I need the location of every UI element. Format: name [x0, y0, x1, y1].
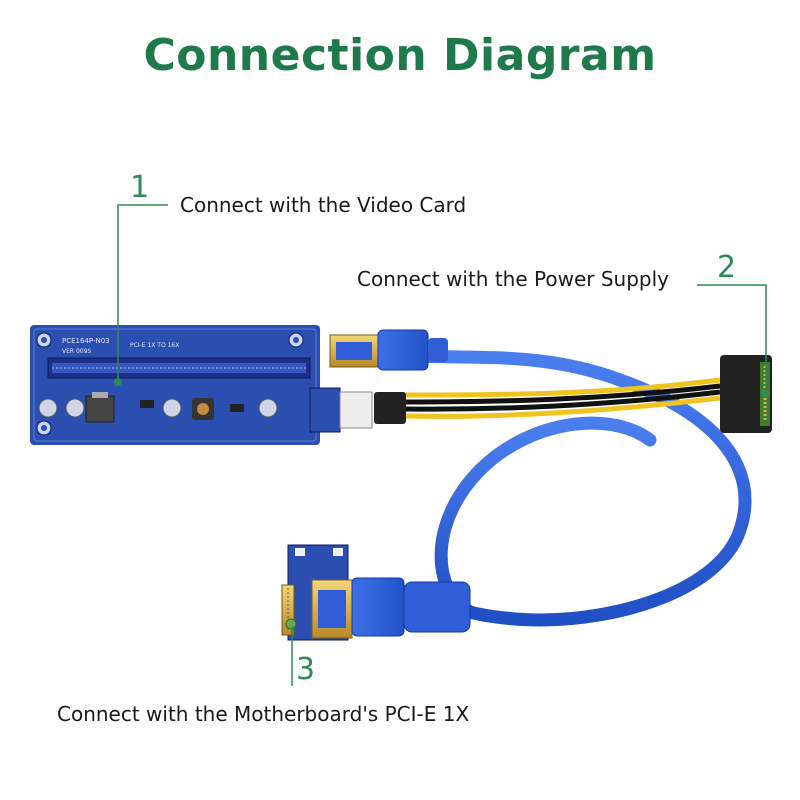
usb-plug-bottom — [351, 577, 471, 637]
callout-label-power-supply: Connect with the Power Supply — [357, 267, 670, 291]
callout-label-video-card: Connect with the Video Card — [180, 193, 467, 217]
usb-cable — [383, 348, 752, 627]
power-cable — [404, 377, 721, 419]
riser-board-16x: PCE164P-N03 VER 009S PCI-E 1X TO 16X — [30, 325, 320, 445]
callout-number-1: 1 — [130, 170, 150, 205]
callout-label-motherboard: Connect with the Motherboard's PCI-E 1X — [57, 702, 470, 726]
callout-number-2: 2 — [717, 250, 737, 285]
board-spec-text: PCI-E 1X TO 16X — [130, 342, 179, 349]
callout-line-1 — [117, 204, 168, 380]
usb-port-adapter — [311, 579, 353, 639]
diagram-title: Connection Diagram — [143, 30, 657, 81]
callout-dot-2 — [762, 390, 770, 398]
usb-plug-top — [377, 329, 448, 371]
callout-number-3: 3 — [296, 652, 316, 687]
board-ver-text: VER 009S — [62, 348, 91, 355]
usb-port-board — [329, 334, 379, 368]
callout-dot-1 — [114, 378, 122, 386]
usb-cable-inner-loop — [434, 416, 657, 619]
callout-line-2 — [697, 284, 767, 392]
power-connector-board — [309, 387, 406, 433]
board-model-text: PCE164P-N03 — [62, 337, 110, 345]
